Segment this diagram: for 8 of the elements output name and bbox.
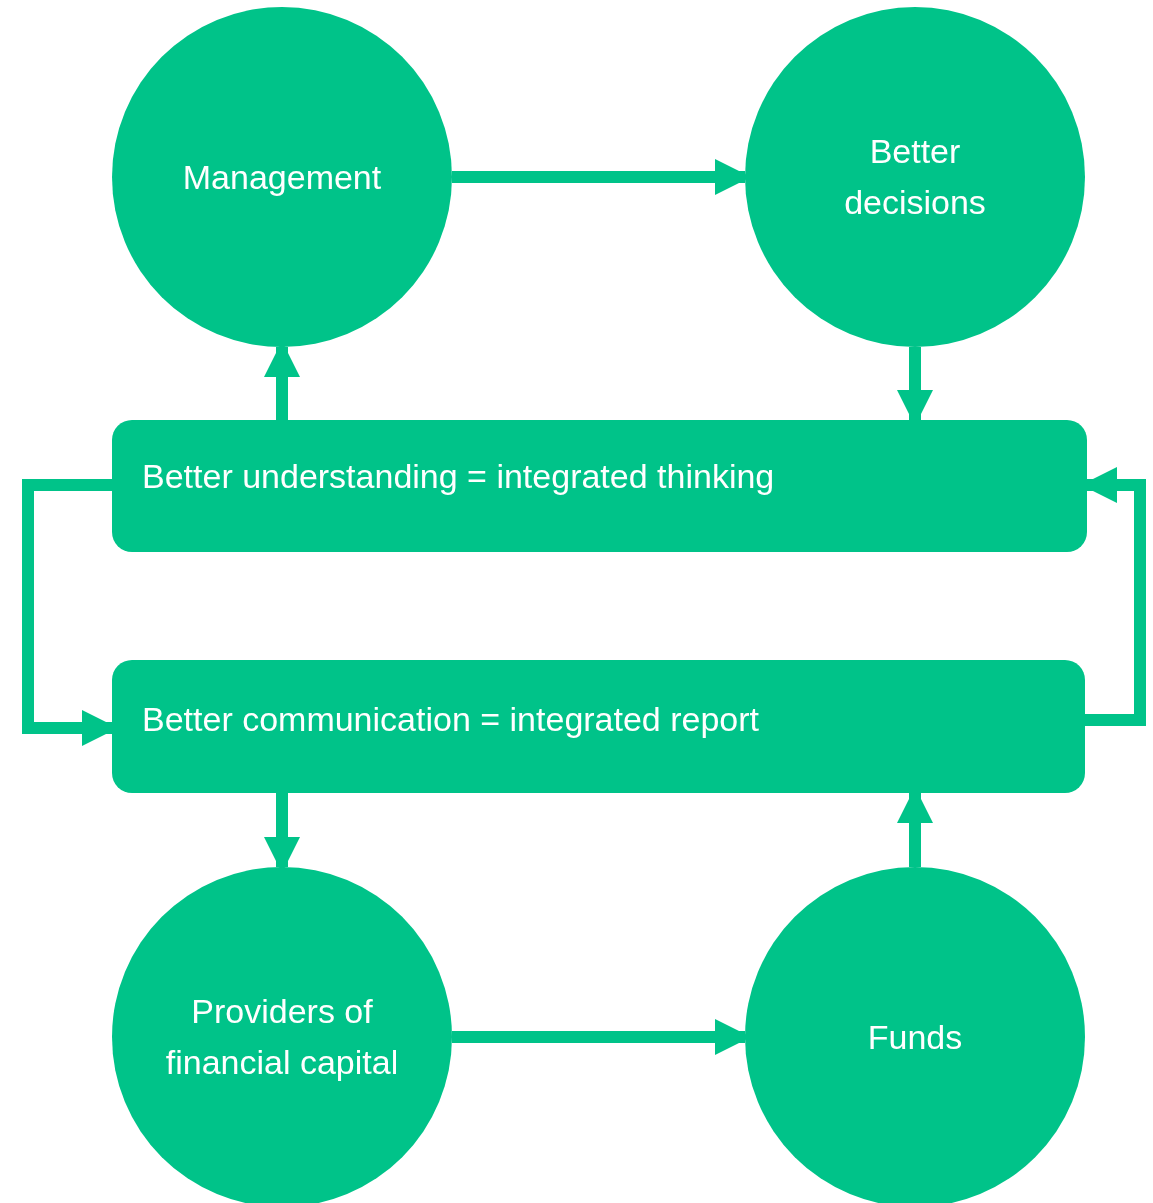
node-label: Management [182,156,382,198]
process-box [112,420,1087,552]
node-label: Better decisions [843,131,987,223]
node-label: Better understanding = integrated thinking [142,455,775,497]
node-label: Providers of financial capital [164,991,400,1083]
node-label: Funds [867,1016,963,1058]
node-label: Better communication = integrated report [142,699,760,740]
process-box [112,660,1085,793]
